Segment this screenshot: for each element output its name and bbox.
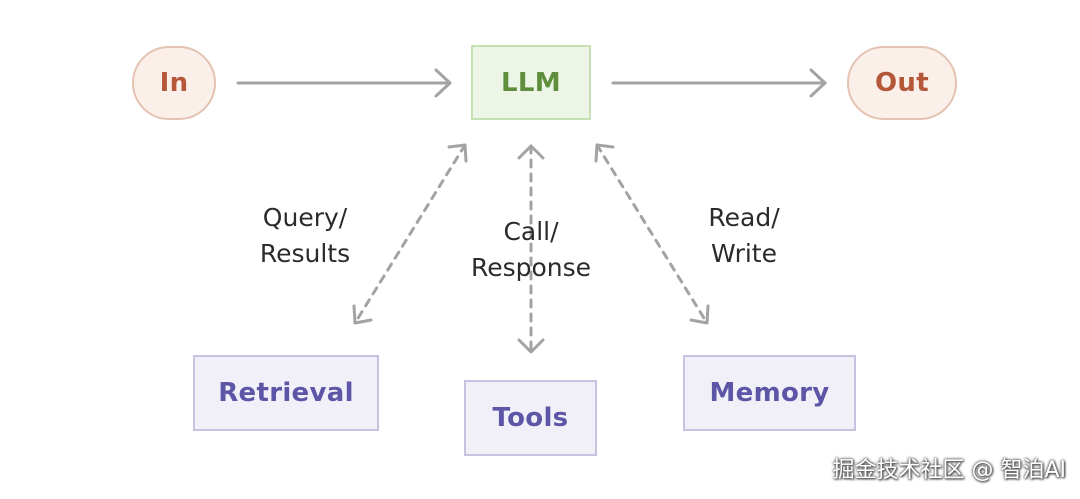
arrow-llm-memory: [594, 143, 710, 325]
node-retrieval: Retrieval: [193, 355, 379, 431]
arrow-in-to-llm: [236, 68, 452, 98]
edge-label-tools-line1: Call/: [503, 217, 559, 246]
edge-label-tools: Call/ Response: [461, 214, 601, 286]
node-memory: Memory: [683, 355, 856, 431]
arrow-llm-retrieval: [352, 143, 468, 325]
node-out: Out: [847, 46, 957, 120]
edge-label-memory-line1: Read/: [708, 203, 780, 232]
edge-label-retrieval-line1: Query/: [262, 203, 348, 232]
node-llm: LLM: [471, 45, 591, 120]
edge-label-retrieval: Query/ Results: [240, 200, 370, 272]
node-in-label: In: [159, 68, 189, 98]
edge-label-retrieval-line2: Results: [259, 239, 351, 268]
node-llm-label: LLM: [501, 67, 561, 98]
node-retrieval-label: Retrieval: [218, 378, 354, 408]
edge-label-memory-line2: Write: [710, 239, 777, 268]
arrow-llm-to-out: [611, 68, 827, 98]
node-tools-label: Tools: [492, 403, 569, 433]
arrow-llm-tools: [517, 144, 545, 354]
node-out-label: Out: [875, 68, 929, 98]
watermark-text: 掘金技术社区 @ 智泊AI: [832, 458, 1066, 483]
node-memory-label: Memory: [709, 378, 830, 408]
node-tools: Tools: [464, 380, 597, 456]
node-in: In: [132, 46, 216, 120]
edge-label-memory: Read/ Write: [684, 200, 804, 272]
edge-label-tools-line2: Response: [470, 253, 592, 282]
